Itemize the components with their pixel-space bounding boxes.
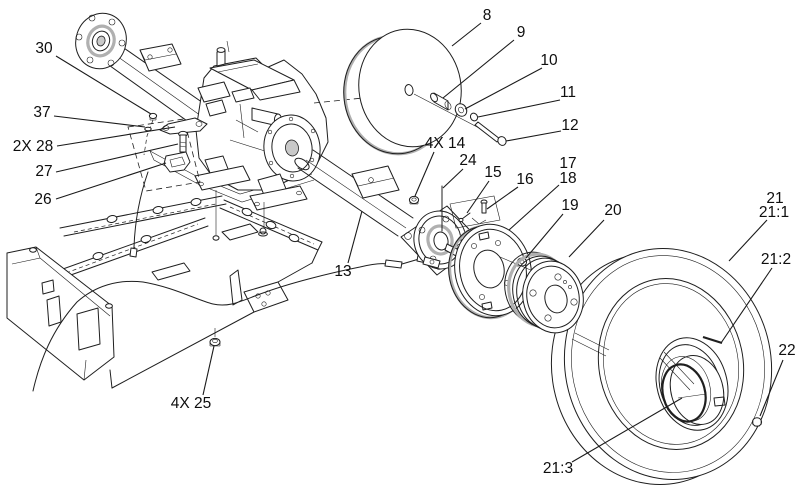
callout-28: 2X 28 (13, 126, 176, 155)
callout-24: 24 (442, 152, 477, 189)
callout-12: 12 (505, 117, 579, 142)
washer-37 (144, 126, 152, 132)
callout-22: 22 (759, 342, 796, 417)
nut-30 (148, 112, 158, 120)
plate-cutout (151, 262, 191, 281)
nut-11 (469, 112, 479, 122)
callout-21-2: 21:2 (720, 251, 791, 344)
bolt-27 (178, 130, 188, 153)
disc-assembly (313, 28, 507, 156)
callout-label: 11 (560, 84, 576, 101)
axle-flange (75, 12, 127, 70)
callout-label: 24 (459, 152, 477, 169)
bolt-12 (474, 121, 501, 143)
callout-17: 17 (559, 155, 576, 172)
carriage-bolts (46, 198, 300, 277)
right-axle-tube (294, 149, 414, 237)
callout-27: 27 (35, 143, 179, 180)
callout-10: 10 (464, 52, 558, 110)
bolt-16 (480, 199, 488, 214)
brake-backing-plate (448, 195, 534, 320)
callout-label: 4X 25 (171, 395, 212, 412)
callout-label: 4X 14 (425, 135, 466, 152)
callout-label: 20 (604, 202, 622, 219)
callouts: 8 9 10 11 12 30 37 2X 28 (13, 7, 796, 477)
callout-label: 17 (559, 155, 576, 172)
callout-label: 21:2 (761, 251, 791, 268)
cable-run (32, 263, 388, 392)
callout-label: 8 (483, 7, 492, 24)
flange-nut-25 (209, 328, 221, 347)
callout-20: 20 (568, 202, 622, 258)
callout-label: 12 (561, 117, 578, 134)
frame-gusset (229, 269, 243, 306)
callout-19: 19 (525, 197, 579, 259)
washer-10 (454, 103, 468, 117)
brake-drum (504, 251, 610, 357)
callout-label: 22 (778, 342, 795, 359)
transaxle-gearbox (149, 40, 329, 235)
callout-label: 30 (35, 40, 53, 57)
callout-label: 18 (559, 170, 576, 187)
callout-21-3: 21:3 (543, 397, 683, 477)
callout-label: 2X 28 (13, 138, 54, 155)
frame-platform (6, 195, 323, 389)
callout-label: 26 (34, 191, 51, 208)
cable-adjuster (384, 259, 403, 269)
callout-26: 26 (34, 162, 167, 208)
callout-label: 16 (516, 171, 533, 188)
callout-37: 37 (33, 104, 146, 128)
valve-cap-22 (751, 417, 763, 427)
callout-30: 30 (35, 40, 152, 115)
callout-label: 37 (33, 104, 50, 121)
frame-bracket (243, 281, 289, 313)
callout-16: 16 (486, 171, 534, 210)
callout-label: 21:1 (759, 204, 789, 221)
callout-label: 19 (561, 197, 578, 214)
wheel-rim (655, 335, 729, 431)
callout-21: 21 (766, 190, 783, 207)
axle-saddle-bracket (139, 43, 182, 72)
clamp-26 (163, 151, 191, 173)
callout-label: 10 (540, 52, 558, 69)
callout-18: 18 (508, 170, 577, 231)
callout-label: 21 (766, 190, 783, 207)
callout-25: 4X 25 (171, 345, 215, 412)
nut-14 (408, 195, 420, 205)
callout-label: 9 (517, 24, 526, 41)
plate-cutout (221, 223, 259, 241)
callout-9: 9 (442, 24, 526, 99)
callout-8: 8 (451, 7, 492, 47)
callout-label: 15 (484, 164, 501, 181)
callout-15: 15 (466, 164, 502, 214)
callout-21-1: 21:1 (728, 204, 789, 262)
callout-label: 13 (334, 263, 351, 280)
axle-stub-line (571, 332, 610, 357)
callout-11: 11 (477, 84, 576, 118)
frame-front-panel (6, 246, 115, 381)
callout-13: 13 (334, 210, 363, 280)
callout-label: 27 (35, 163, 52, 180)
brake-clevis (422, 256, 441, 269)
brake-lever-28 (159, 117, 208, 135)
callout-label: 21:3 (543, 460, 573, 477)
rim-tab (702, 335, 723, 345)
callout-14: 4X 14 (414, 135, 466, 197)
brake-lever-parts (127, 112, 208, 192)
tire (550, 248, 773, 485)
brake-cable (32, 171, 433, 392)
screw-15 (458, 212, 471, 223)
